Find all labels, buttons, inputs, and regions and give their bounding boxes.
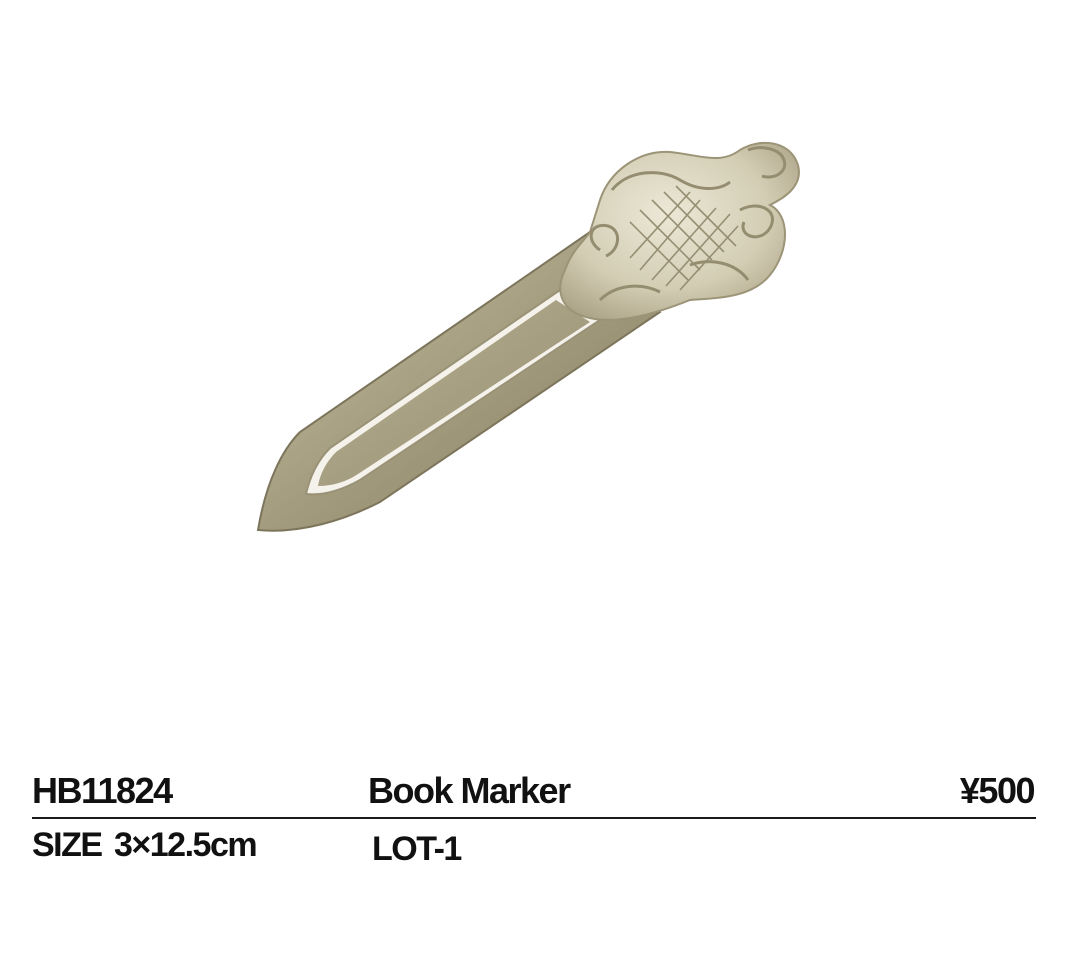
product-detail-row: SIZE 3×12.5cm LOT-1: [32, 820, 1036, 870]
lot-number: LOT-1: [372, 830, 462, 868]
bookmark-illustration: [256, 142, 800, 532]
bookmark-tongue: [318, 300, 590, 486]
bookmark-ornate-head: [559, 142, 800, 321]
divider-line: [32, 817, 1036, 819]
product-photo: [256, 142, 800, 532]
size-value: 3×12.5cm: [114, 826, 258, 864]
product-code: HB11824: [32, 770, 173, 811]
product-title-row: HB11824 Book Marker ¥500: [32, 766, 1036, 818]
product-name: Book Marker: [368, 770, 571, 811]
product-price: ¥500: [959, 770, 1036, 811]
size-label: SIZE: [32, 826, 103, 864]
